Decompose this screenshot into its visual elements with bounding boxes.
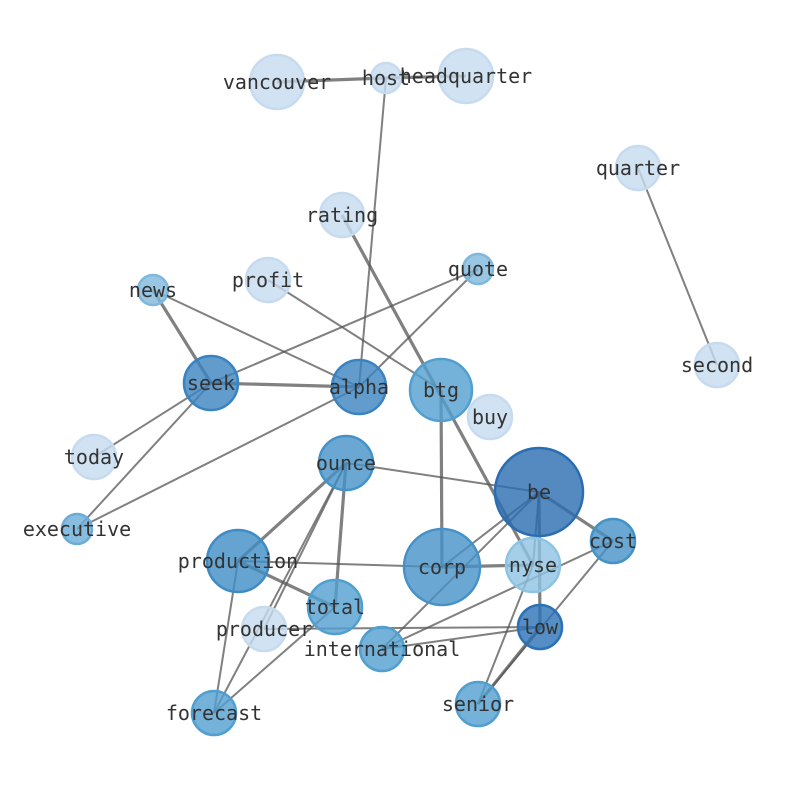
edge-executive-alpha — [76, 386, 360, 530]
node-label: today — [64, 445, 124, 469]
node-circle[interactable] — [369, 61, 403, 95]
node-circle[interactable] — [461, 252, 495, 286]
node-circle[interactable] — [330, 358, 388, 416]
node-circle[interactable] — [516, 603, 564, 651]
node-label: nyse — [509, 553, 557, 577]
edge-ounce-producer — [263, 462, 347, 630]
node-label: host — [362, 66, 410, 90]
node-label: international — [304, 637, 461, 661]
node-label: news — [129, 278, 177, 302]
node-circle[interactable] — [182, 354, 240, 412]
node-label: second — [681, 353, 753, 377]
node-label: seek — [187, 371, 235, 395]
edge-profit-btg — [267, 279, 442, 391]
node-circle[interactable] — [60, 512, 94, 546]
node-circle[interactable] — [614, 144, 662, 192]
node-senior[interactable]: senior — [442, 680, 514, 728]
node-executive[interactable]: executive — [23, 512, 131, 546]
node-label: vancouver — [223, 70, 331, 94]
node-label: btg — [423, 378, 459, 402]
node-circle[interactable] — [318, 191, 366, 239]
node-vancouver[interactable]: vancouver — [223, 53, 331, 111]
node-news[interactable]: news — [129, 273, 177, 307]
node-ounce[interactable]: ounce — [316, 434, 376, 492]
node-label: executive — [23, 517, 131, 541]
node-circle[interactable] — [402, 527, 482, 607]
node-quote[interactable]: quote — [448, 252, 508, 286]
node-label: total — [305, 595, 365, 619]
node-circle[interactable] — [190, 689, 238, 737]
node-production[interactable]: production — [178, 528, 298, 594]
node-circle[interactable] — [205, 528, 271, 594]
node-circle[interactable] — [466, 393, 514, 441]
node-circle[interactable] — [408, 357, 474, 423]
node-corp[interactable]: corp — [402, 527, 482, 607]
node-forecast[interactable]: forecast — [166, 689, 262, 737]
node-label: corp — [418, 555, 466, 579]
node-circle[interactable] — [240, 605, 288, 653]
edge-quote-seek — [210, 268, 479, 384]
node-rating[interactable]: rating — [306, 191, 378, 239]
node-low[interactable]: low — [516, 603, 564, 651]
node-second[interactable]: second — [681, 341, 753, 389]
edge-news-alpha — [152, 289, 360, 388]
node-label: cost — [589, 529, 637, 553]
node-circle[interactable] — [493, 446, 585, 538]
node-circle[interactable] — [504, 536, 562, 594]
node-circle[interactable] — [248, 53, 306, 111]
node-label: be — [527, 480, 551, 504]
node-btg[interactable]: btg — [408, 357, 474, 423]
node-cost[interactable]: cost — [589, 517, 637, 565]
node-circle[interactable] — [693, 341, 741, 389]
node-headquarter[interactable]: headquarter — [400, 47, 532, 105]
node-circle[interactable] — [244, 256, 292, 304]
node-producer[interactable]: producer — [216, 605, 312, 653]
node-label: quote — [448, 257, 508, 281]
node-label: production — [178, 549, 298, 573]
node-circle[interactable] — [454, 680, 502, 728]
node-international[interactable]: international — [304, 625, 461, 673]
node-label: low — [522, 615, 559, 639]
node-circle[interactable] — [136, 273, 170, 307]
node-label: headquarter — [400, 64, 532, 88]
node-host[interactable]: host — [362, 61, 410, 95]
node-label: alpha — [329, 375, 389, 399]
node-nyse[interactable]: nyse — [504, 536, 562, 594]
edge-ounce-forecast — [213, 462, 347, 714]
node-circle[interactable] — [437, 47, 495, 105]
node-label: buy — [472, 405, 508, 429]
node-circle[interactable] — [589, 517, 637, 565]
node-label: ounce — [316, 451, 376, 475]
node-be[interactable]: be — [493, 446, 585, 538]
node-total[interactable]: total — [305, 578, 365, 636]
node-label: senior — [442, 692, 514, 716]
node-circle[interactable] — [317, 434, 375, 492]
node-label: quarter — [596, 156, 680, 180]
edge-seek-executive — [76, 382, 212, 530]
node-label: profit — [232, 268, 304, 292]
edge-quarter-second — [637, 167, 718, 366]
node-label: rating — [306, 203, 378, 227]
node-circle[interactable] — [358, 625, 406, 673]
node-label: forecast — [166, 701, 262, 725]
node-buy[interactable]: buy — [466, 393, 514, 441]
node-today[interactable]: today — [64, 433, 124, 481]
edge-international-low — [381, 626, 541, 650]
node-label: producer — [216, 617, 312, 641]
node-quarter[interactable]: quarter — [596, 144, 680, 192]
node-seek[interactable]: seek — [182, 354, 240, 412]
node-profit[interactable]: profit — [232, 256, 304, 304]
edge-cost-international — [381, 540, 614, 650]
node-circle[interactable] — [70, 433, 118, 481]
node-alpha[interactable]: alpha — [329, 358, 389, 416]
node-circle[interactable] — [306, 578, 364, 636]
edge-host-alpha — [358, 77, 387, 388]
